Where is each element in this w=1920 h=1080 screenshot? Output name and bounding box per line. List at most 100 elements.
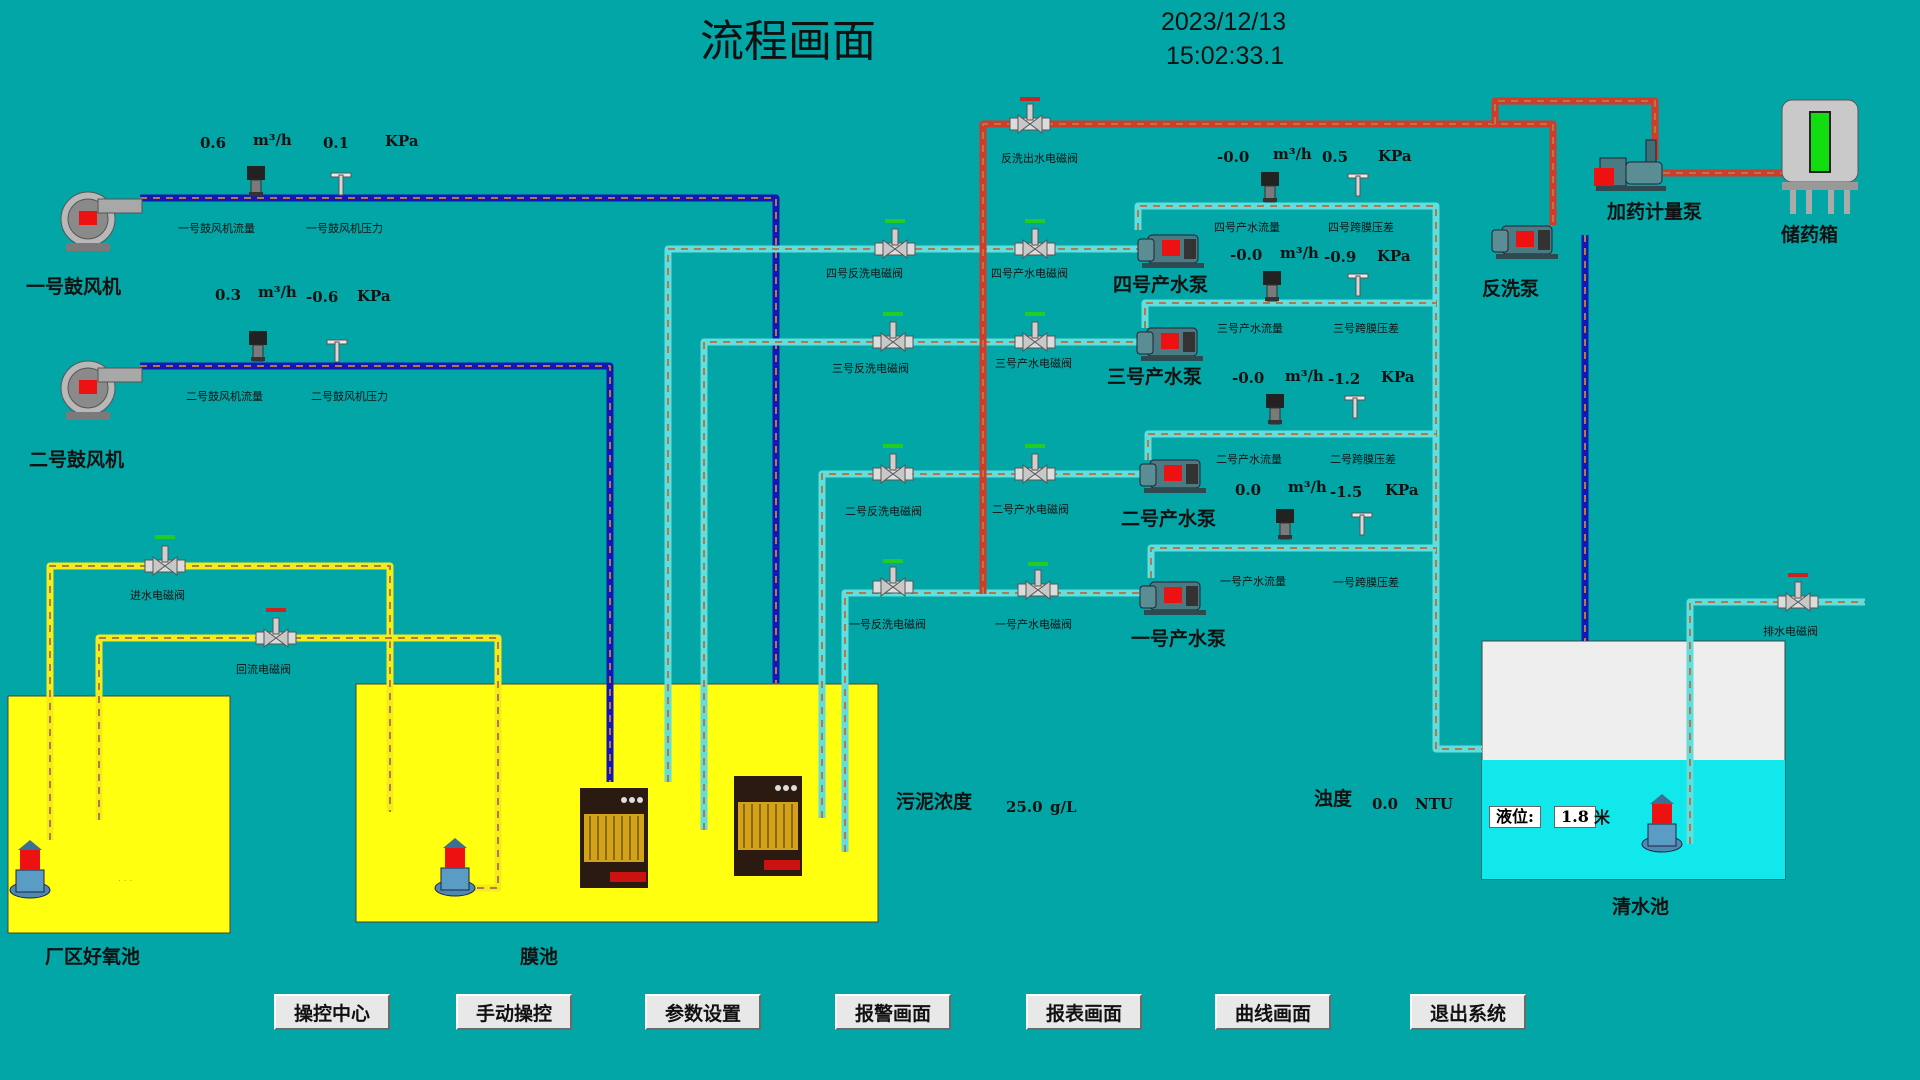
aerobic-tank-note: . . . bbox=[118, 874, 133, 884]
product-valve-2-icon[interactable] bbox=[1014, 453, 1056, 484]
alarm-screen-button[interactable]: 报警画面 bbox=[835, 994, 951, 1030]
inlet-pipes bbox=[46, 562, 502, 892]
manual-control-button[interactable]: 手动操控 bbox=[456, 994, 572, 1030]
backwash-valve-1-icon[interactable] bbox=[872, 566, 914, 597]
blower-2-flow-label: 二号鼓风机流量 bbox=[186, 390, 263, 403]
blower-2-pressure-label: 二号鼓风机压力 bbox=[311, 390, 388, 403]
report-screen-button[interactable]: 报表画面 bbox=[1026, 994, 1142, 1030]
clear-tank-label: 清水池 bbox=[1612, 896, 1670, 918]
parameter-settings-button[interactable]: 参数设置 bbox=[645, 994, 761, 1030]
inlet-valve-icon[interactable] bbox=[144, 545, 186, 576]
aerobic-tank-label: 厂区好氧池 bbox=[45, 946, 141, 968]
pump-4-flow-value: -0.0 bbox=[1217, 148, 1250, 166]
pump-3-tmp-unit: KPa bbox=[1377, 247, 1411, 265]
tmp-gauge-2-icon bbox=[1344, 395, 1366, 419]
product-valve-1-icon[interactable] bbox=[1017, 569, 1059, 600]
turbidity-label: 浊度 bbox=[1314, 788, 1353, 810]
product-valve-3-icon[interactable] bbox=[1014, 321, 1056, 352]
blower-1-flow-value: 0.6 bbox=[200, 134, 227, 152]
pump-2-tmp-label: 二号跨膜压差 bbox=[1330, 453, 1396, 466]
backwash-pump-icon[interactable] bbox=[1491, 225, 1559, 260]
dosing-pump-icon[interactable] bbox=[1594, 139, 1666, 191]
time-display: 15:02:33.1 bbox=[1166, 42, 1285, 70]
reflux-valve-icon[interactable] bbox=[255, 617, 297, 648]
backwash-valve-1-label: 一号反洗电磁阀 bbox=[849, 618, 926, 631]
blower-2-pressure-value: -0.6 bbox=[306, 288, 339, 306]
backwash-valve-3-icon[interactable] bbox=[872, 321, 914, 352]
blower-2-pressure-gauge-icon bbox=[326, 339, 348, 363]
curve-screen-button[interactable]: 曲线画面 bbox=[1215, 994, 1331, 1030]
pump-2-tmp-value: -1.2 bbox=[1328, 370, 1361, 388]
blower-1-pressure-gauge-icon bbox=[330, 172, 352, 196]
valve-state-indicator bbox=[266, 608, 286, 612]
air-pipes bbox=[140, 194, 1589, 782]
pump-3-flow-unit: m³/h bbox=[1280, 244, 1319, 262]
backwash-outlet-valve-label: 反洗出水电磁阀 bbox=[1001, 152, 1078, 165]
backwash-valve-2-label: 二号反洗电磁阀 bbox=[845, 505, 922, 518]
production-pump-1-icon[interactable] bbox=[1139, 581, 1207, 616]
pump-3-flow-value: -0.0 bbox=[1230, 246, 1263, 264]
tmp-gauge-3-icon bbox=[1347, 273, 1369, 297]
valve-state-indicator bbox=[1020, 97, 1040, 101]
pump-4-flow-label: 四号产水流量 bbox=[1214, 221, 1280, 234]
blower-2-icon[interactable] bbox=[60, 360, 143, 421]
product-valve-2-label: 二号产水电磁阀 bbox=[992, 503, 1069, 516]
flowmeter-4-icon bbox=[1260, 171, 1280, 203]
product-valve-4-icon[interactable] bbox=[1014, 228, 1056, 259]
product-valve-3-label: 三号产水电磁阀 bbox=[995, 357, 1072, 370]
pump-1-flow-label: 一号产水流量 bbox=[1220, 575, 1286, 588]
drain-valve-label: 排水电磁阀 bbox=[1763, 625, 1818, 638]
production-pump-3-icon[interactable] bbox=[1136, 327, 1204, 362]
level-value-box: 1.8 bbox=[1554, 806, 1596, 828]
membrane-module-2-icon bbox=[733, 775, 803, 877]
backwash-valve-4-icon[interactable] bbox=[874, 228, 916, 259]
blower-2-flow-unit: m³/h bbox=[258, 283, 297, 301]
membrane-module-1-icon bbox=[579, 787, 649, 889]
pump-3-tmp-label: 三号跨膜压差 bbox=[1333, 322, 1399, 335]
blower-1-pressure-label: 一号鼓风机压力 bbox=[306, 222, 383, 235]
blower-1-icon[interactable] bbox=[60, 191, 143, 252]
pump-4-label: 四号产水泵 bbox=[1113, 274, 1209, 296]
flowmeter-1-icon bbox=[1275, 508, 1295, 540]
backwash-valve-2-icon[interactable] bbox=[872, 453, 914, 484]
turbidity-unit: NTU bbox=[1415, 795, 1453, 813]
valve-state-indicator bbox=[1788, 573, 1808, 577]
blower-1-pressure-value: 0.1 bbox=[323, 134, 350, 152]
pump-3-flow-label: 三号产水流量 bbox=[1217, 322, 1283, 335]
pump-2-flow-label: 二号产水流量 bbox=[1216, 453, 1282, 466]
drain-valve-icon[interactable] bbox=[1777, 581, 1819, 612]
pump-4-flow-unit: m³/h bbox=[1273, 145, 1312, 163]
pump-2-flow-value: -0.0 bbox=[1232, 369, 1265, 387]
backwash-valve-4-label: 四号反洗电磁阀 bbox=[826, 267, 903, 280]
pump-1-tmp-label: 一号跨膜压差 bbox=[1333, 576, 1399, 589]
chemical-tank-label: 储药箱 bbox=[1781, 224, 1839, 246]
level-label-box: 液位: bbox=[1489, 806, 1541, 828]
production-pump-4-icon[interactable] bbox=[1137, 234, 1205, 269]
pump-1-label: 一号产水泵 bbox=[1131, 628, 1227, 650]
sludge-concentration-label: 污泥浓度 bbox=[896, 791, 973, 813]
control-center-button[interactable]: 操控中心 bbox=[274, 994, 390, 1030]
production-pump-2-icon[interactable] bbox=[1139, 459, 1207, 494]
page-title: 流程画面 bbox=[700, 16, 876, 67]
aerobic-tank bbox=[7, 695, 231, 934]
level-label: 液位: bbox=[1496, 807, 1534, 826]
blower-1-flowmeter-icon bbox=[246, 165, 266, 197]
blower-1-flow-unit: m³/h bbox=[253, 131, 292, 149]
reflux-valve-label: 回流电磁阀 bbox=[236, 663, 291, 676]
level-value: 1.8 bbox=[1561, 807, 1589, 826]
blower-2-flowmeter-icon bbox=[248, 330, 268, 362]
backwash-pump-label: 反洗泵 bbox=[1482, 278, 1540, 300]
pump-2-label: 二号产水泵 bbox=[1121, 508, 1217, 530]
pump-1-tmp-unit: KPa bbox=[1385, 481, 1419, 499]
product-valve-1-label: 一号产水电磁阀 bbox=[995, 618, 1072, 631]
sludge-concentration-value: 25.0 bbox=[1006, 798, 1043, 816]
pump-1-flow-unit: m³/h bbox=[1288, 478, 1327, 496]
exit-system-button[interactable]: 退出系统 bbox=[1410, 994, 1526, 1030]
pump-1-flow-value: 0.0 bbox=[1235, 481, 1262, 499]
pump-4-tmp-unit: KPa bbox=[1378, 147, 1412, 165]
backwash-outlet-valve-icon[interactable] bbox=[1009, 103, 1051, 134]
tmp-gauge-4-icon bbox=[1347, 173, 1369, 197]
blower-1-label: 一号鼓风机 bbox=[26, 276, 122, 298]
